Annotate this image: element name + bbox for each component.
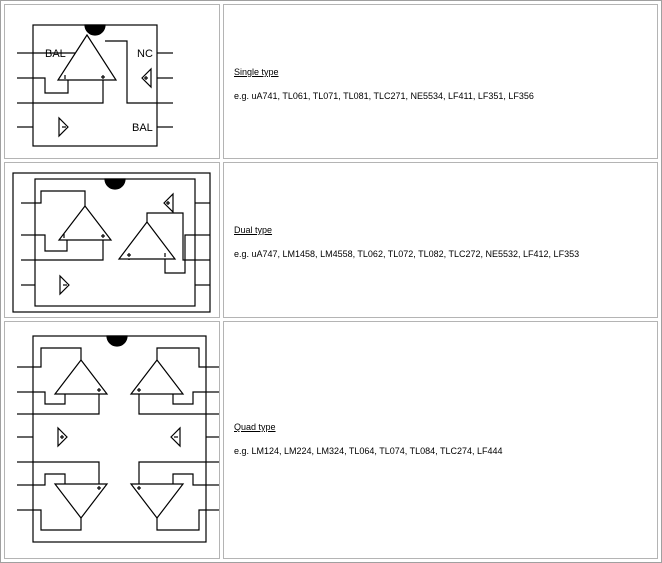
op-amp-1-output-trace [33, 347, 82, 368]
op-amp-2-output-trace [156, 347, 206, 368]
dual-op-amp-pinout-diagram [12, 172, 211, 313]
op-amp-1-inv-trace [33, 391, 66, 405]
single-type-title: Single type [234, 67, 279, 77]
inverting-input-trace [33, 77, 69, 94]
op-amp-b-triangle [117, 221, 177, 260]
single-type-diagram-cell: BAL NC BAL [4, 4, 220, 159]
vee-minus-symbol [58, 116, 69, 138]
vee-minus-symbol [170, 426, 181, 448]
op-amp-b-inv-trace [164, 234, 195, 274]
quad-type-examples: e.g. LM124, LM224, LM324, TL064, TL074, … [234, 446, 503, 456]
single-type-description-cell: Single type e.g. uA741, TL061, TL071, TL… [223, 4, 658, 159]
op-amp-b-output-trace [146, 212, 195, 261]
op-amp-a-inv-trace [35, 234, 68, 252]
quad-type-row: Quad type e.g. LM124, LM224, LM324, TL06… [4, 321, 658, 559]
pin1-notch [104, 178, 126, 190]
op-amp-1-triangle [53, 359, 109, 395]
vcc-plus-symbol [163, 192, 174, 214]
op-amp-3-triangle [53, 483, 109, 519]
bal-left-label: BAL [45, 48, 66, 60]
op-amp-4-noninv-trace [138, 461, 206, 484]
outer-frame [12, 172, 211, 313]
vee-minus-symbol [59, 274, 70, 296]
op-amp-a-noninv-trace [35, 240, 104, 261]
op-amp-a-output-trace [35, 190, 86, 206]
op-amp-3-output-trace [33, 509, 82, 531]
dual-type-row: Dual type e.g. uA747, LM1458, LM4558, TL… [4, 162, 658, 318]
op-amp-4-triangle [129, 483, 185, 519]
dual-type-description-cell: Dual type e.g. uA747, LM1458, LM4558, TL… [223, 162, 658, 318]
op-amp-4-output-trace [156, 509, 206, 531]
bal-right-label: BAL [132, 122, 153, 134]
op-amp-3-noninv-trace [33, 461, 100, 484]
ic-package-body [34, 178, 196, 307]
noninverting-input-trace [33, 80, 104, 104]
dual-type-examples: e.g. uA747, LM1458, LM4558, TL062, TL072… [234, 249, 580, 259]
vcc-plus-symbol [57, 426, 68, 448]
op-amp-3-inv-trace [33, 473, 66, 486]
single-op-amp-pinout-diagram: BAL NC BAL [17, 24, 173, 147]
quad-type-title: Quad type [234, 422, 276, 432]
quad-op-amp-pinout-diagram [17, 335, 219, 543]
op-amp-4-inv-trace [172, 473, 206, 486]
single-type-row: BAL NC BAL Single type e.g. uA741, TL061… [4, 4, 658, 159]
op-amp-triangle [56, 33, 118, 81]
quad-type-diagram-cell [4, 321, 220, 559]
op-amp-2-inv-trace [172, 391, 206, 405]
output-trace [105, 40, 157, 104]
vcc-plus-symbol [141, 67, 152, 89]
dual-type-title: Dual type [234, 225, 273, 235]
op-amp-2-triangle [129, 359, 185, 395]
pin1-notch [106, 335, 128, 347]
quad-type-description-cell: Quad type e.g. LM124, LM224, LM324, TL06… [223, 321, 658, 559]
op-amp-a-triangle [57, 205, 113, 241]
nc-label: NC [137, 48, 153, 60]
op-amp-2-noninv-trace [138, 394, 206, 415]
single-type-examples: e.g. uA741, TL061, TL071, TL081, TLC271,… [234, 91, 534, 101]
op-amp-1-noninv-trace [33, 394, 100, 415]
pin1-notch [84, 24, 106, 36]
dual-type-diagram-cell [4, 162, 220, 318]
